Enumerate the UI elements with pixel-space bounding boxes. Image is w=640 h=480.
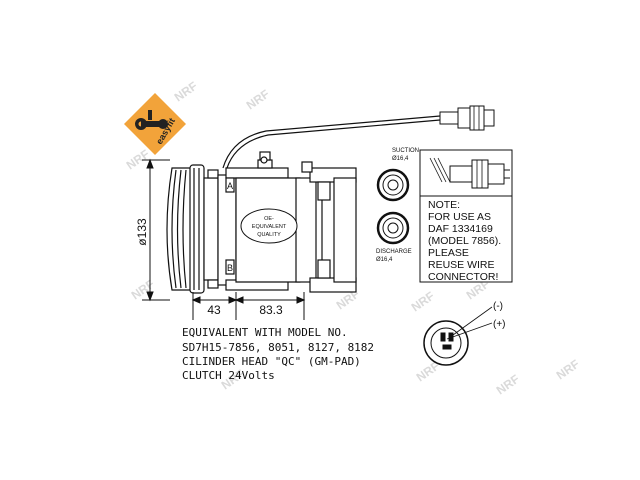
note-line: FOR USE AS bbox=[428, 211, 491, 223]
spec-line: CLUTCH 24Volts bbox=[182, 369, 275, 382]
nrf-watermark: NRF bbox=[494, 372, 522, 398]
connector-positive-label: (+) bbox=[493, 319, 506, 330]
badge-line: EQUIVALENT bbox=[252, 224, 287, 230]
badge-line: QUALITY bbox=[257, 232, 281, 238]
port-a-label: A bbox=[227, 181, 233, 191]
clutch-width-label: 43 bbox=[207, 303, 221, 317]
plug-detail bbox=[419, 149, 513, 197]
spec-text: EQUIVALENT WITH MODEL NO. SD7H15-7856, 8… bbox=[182, 326, 374, 382]
discharge-port bbox=[376, 211, 410, 245]
note-line: NOTE: bbox=[428, 199, 460, 211]
spec-line: SD7H15-7856, 8051, 8127, 8182 bbox=[182, 341, 374, 354]
suction-label: SUCTION bbox=[392, 148, 419, 154]
note-line: DAF 1334169 bbox=[428, 223, 493, 235]
clutch-pulley bbox=[166, 164, 219, 294]
nrf-watermark: NRF bbox=[409, 289, 437, 315]
nrf-watermark: NRF bbox=[244, 87, 272, 113]
dimension-lengths bbox=[191, 292, 306, 320]
suction-size: Ø16,4 bbox=[392, 156, 409, 162]
dimension-diameter bbox=[142, 158, 170, 302]
connector-negative-label: (-) bbox=[493, 301, 503, 312]
nrf-watermark: NRF bbox=[554, 357, 582, 383]
discharge-size: Ø16,4 bbox=[376, 257, 393, 263]
port-b-label: B bbox=[227, 263, 233, 273]
note-box: NOTE: FOR USE AS DAF 1334169 (MODEL 7856… bbox=[419, 195, 513, 283]
suction-port bbox=[376, 168, 410, 202]
diameter-label: ø133 bbox=[135, 218, 149, 246]
note-line: CONNECTOR! bbox=[428, 271, 498, 283]
electrical-connector bbox=[423, 306, 493, 366]
spec-line: EQUIVALENT WITH MODEL NO. bbox=[182, 326, 348, 339]
easyfit-logo: easyfit bbox=[124, 93, 186, 155]
note-line: (MODEL 7856). bbox=[428, 235, 501, 247]
body-length-label: 83.3 bbox=[259, 303, 283, 317]
nrf-watermark: NRF bbox=[129, 277, 157, 303]
discharge-label: DISCHARGE bbox=[376, 249, 412, 255]
nrf-watermark: NRF bbox=[172, 79, 200, 105]
badge-line: OE- bbox=[264, 216, 274, 222]
note-line: PLEASE bbox=[428, 247, 469, 259]
connector-cable bbox=[222, 105, 495, 169]
oe-equivalent-badge: OE- EQUIVALENT QUALITY bbox=[240, 208, 298, 244]
spec-line: CILINDER HEAD "QC" (GM-PAD) bbox=[182, 355, 361, 368]
note-line: REUSE WIRE bbox=[428, 259, 495, 271]
